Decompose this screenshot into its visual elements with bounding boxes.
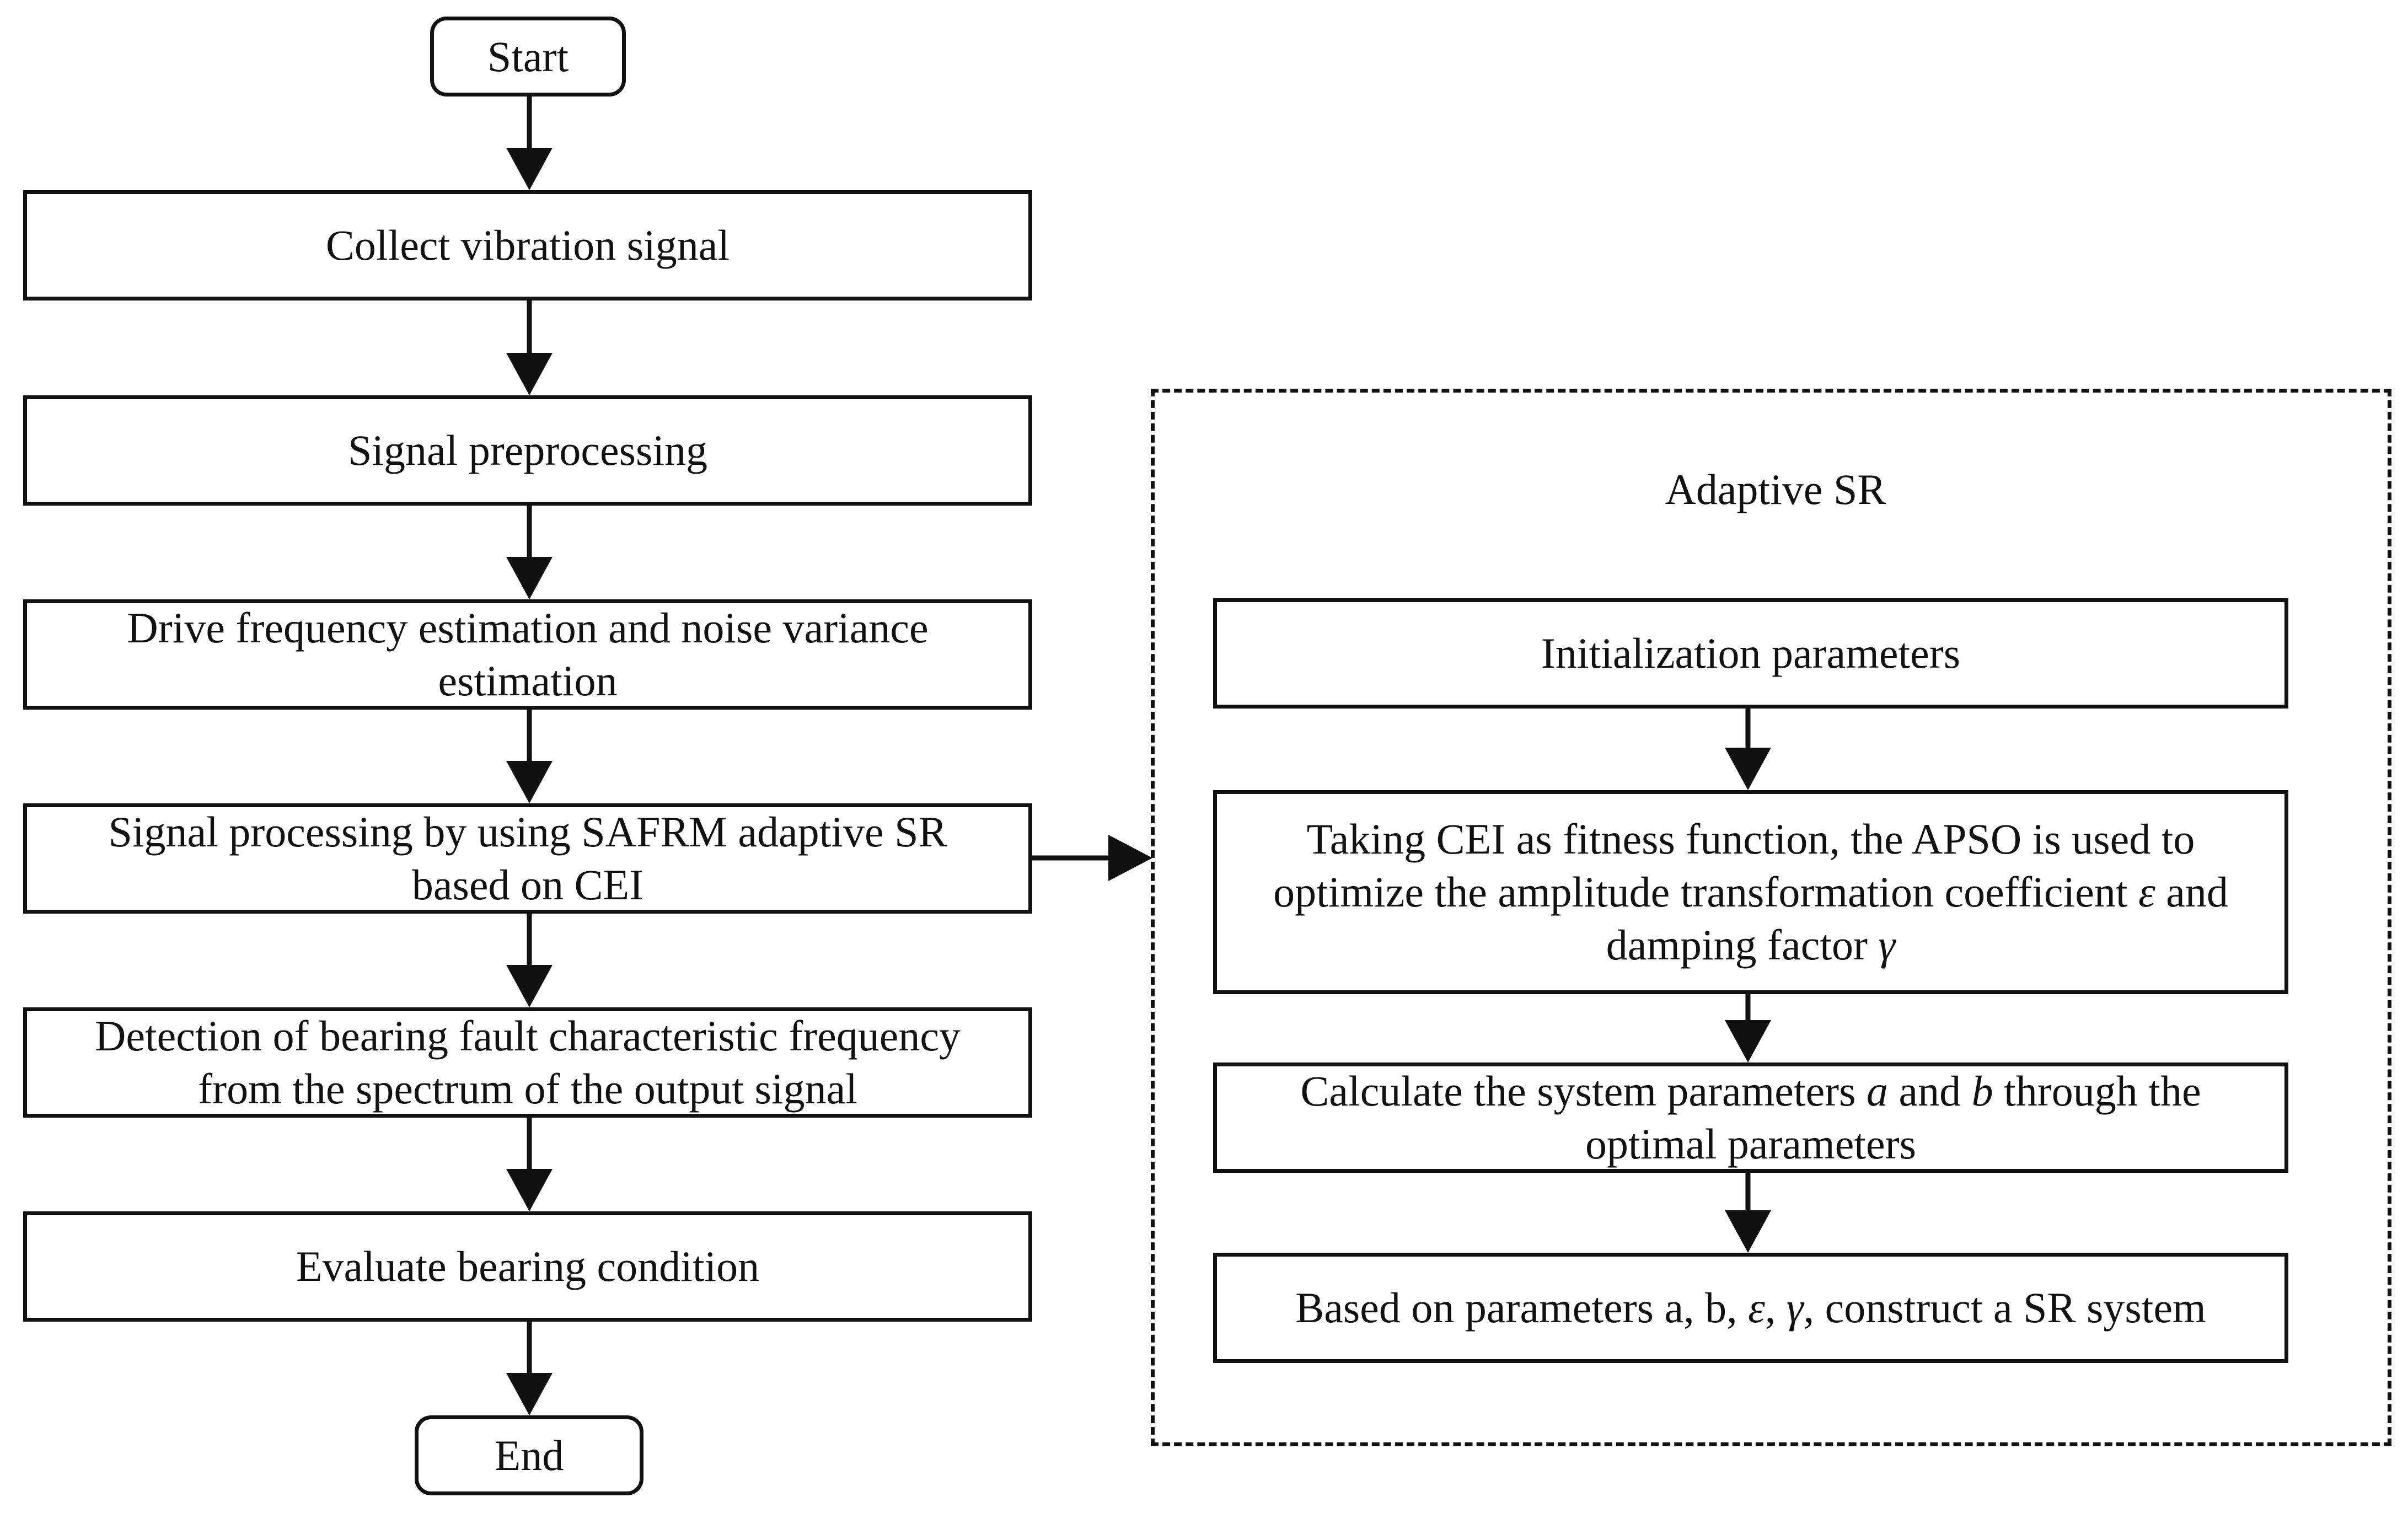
construct-text-sep: , (1765, 1284, 1787, 1332)
adaptive-step-init-label: Initialization parameters (1541, 629, 1961, 677)
step-signal-processing-label: Signal processing by using SAFRM adaptiv… (108, 808, 947, 909)
adaptive-step-construct: Based on parameters a, b, ε, γ, construc… (1213, 1253, 2288, 1363)
arrowhead (1725, 1210, 1771, 1253)
adaptive-step-apso: Taking CEI as fitness function, the APSO… (1213, 790, 2288, 994)
end-node: End (415, 1415, 643, 1495)
adaptive-sr-title: Adaptive SR (1599, 463, 1952, 516)
step-evaluate-condition-label: Evaluate bearing condition (296, 1242, 760, 1290)
param-b-symbol: b (1971, 1067, 1993, 1115)
adaptive-step-init: Initialization parameters (1213, 598, 2288, 709)
arrowhead (506, 557, 553, 599)
step-collect-signal-label: Collect vibration signal (325, 221, 730, 269)
arrowhead (1725, 748, 1771, 790)
adaptive-step-calculate: Calculate the system parameters a and b … (1213, 1062, 2288, 1173)
arrowhead (1108, 835, 1152, 881)
step-evaluate-condition: Evaluate bearing condition (23, 1211, 1032, 1322)
arrowhead (506, 353, 553, 395)
step-collect-signal: Collect vibration signal (23, 190, 1032, 300)
arrowhead (506, 761, 553, 803)
adaptive-step-apso-label: Taking CEI as fitness function, the APSO… (1250, 813, 2251, 972)
step-preprocessing: Signal preprocessing (23, 395, 1032, 506)
apso-text-part1: Taking CEI as fitness function, the APSO… (1273, 815, 2195, 916)
arrowhead (506, 148, 553, 190)
calc-text-part2: and (1888, 1067, 1972, 1115)
step-preprocessing-label: Signal preprocessing (347, 426, 708, 474)
gamma-symbol: γ (1878, 921, 1896, 969)
gamma-symbol: γ (1786, 1284, 1804, 1332)
construct-text-part1: Based on parameters a, b, (1295, 1284, 1749, 1332)
adaptive-sr-group (1151, 389, 2391, 1446)
apso-text-part2: and damping factor (1606, 868, 2228, 969)
adaptive-sr-title-label: Adaptive SR (1665, 465, 1886, 513)
calc-text-part1: Calculate the system parameters (1300, 1067, 1867, 1115)
adaptive-step-calculate-label: Calculate the system parameters a and b … (1283, 1065, 2218, 1171)
step-signal-processing: Signal processing by using SAFRM adaptiv… (23, 803, 1032, 914)
end-label: End (494, 1431, 564, 1479)
start-label: Start (487, 32, 569, 81)
step-fault-detection: Detection of bearing fault characteristi… (23, 1007, 1032, 1118)
step-estimation: Drive frequency estimation and noise var… (23, 599, 1032, 710)
start-node: Start (430, 17, 626, 96)
arrowhead (506, 1169, 553, 1211)
epsilon-symbol: ε (2138, 868, 2155, 916)
arrowhead (1725, 1020, 1771, 1062)
arrowhead (506, 965, 553, 1007)
arrowhead (506, 1373, 553, 1415)
epsilon-symbol: ε (1748, 1284, 1765, 1332)
step-estimation-label: Drive frequency estimation and noise var… (127, 604, 929, 705)
adaptive-step-construct-label: Based on parameters a, b, ε, γ, construc… (1295, 1281, 2206, 1334)
construct-text-part2: , construct a SR system (1803, 1284, 2206, 1332)
calc-text-part3: through the optimal parameters (1585, 1067, 2201, 1168)
param-a-symbol: a (1867, 1067, 1889, 1115)
step-fault-detection-label: Detection of bearing fault characteristi… (94, 1012, 961, 1113)
